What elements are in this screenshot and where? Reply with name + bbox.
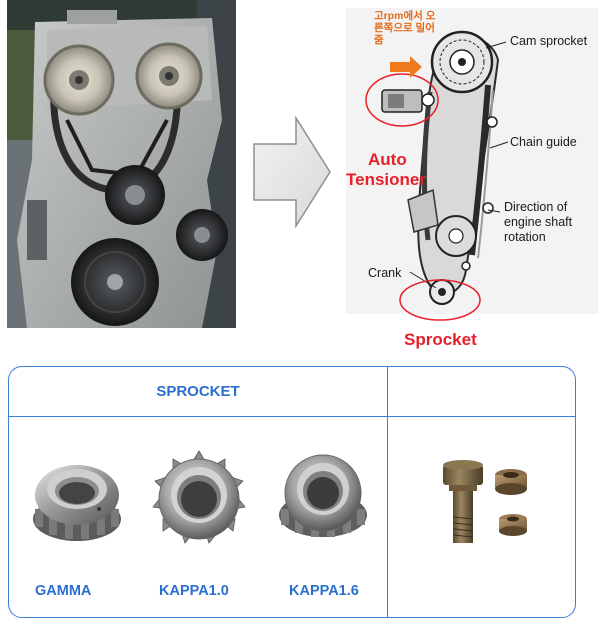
gamma-caption: GAMMA: [35, 583, 92, 599]
cam-sprocket-label: Cam sprocket: [510, 34, 588, 48]
timing-chain-diagram: 고rpm에서 오른쪽으로 밀어줌 Cam sprocket Chain guid…: [338, 0, 600, 350]
direction-label-line2: engine shaft: [504, 215, 573, 229]
tensioner-parts-photo: [433, 457, 539, 553]
gamma-sprocket-image: [33, 465, 121, 541]
direction-label-line1: Direction of: [504, 200, 568, 214]
engine-photo: [7, 0, 236, 328]
right-arrow-icon: [253, 116, 331, 228]
timing-chain-drawing: [365, 30, 509, 321]
chain-guide-label: Chain guide: [510, 135, 577, 149]
direction-label-line3: rotation: [504, 230, 546, 244]
crank-label: Crank: [368, 266, 402, 280]
engine-photo-drawing: [7, 0, 236, 328]
auto-tensioner-label-line1: Auto: [368, 150, 407, 169]
panel-divider-vertical: [387, 367, 388, 617]
sprocket-header: SPROCKET: [156, 383, 240, 400]
korean-note: 고rpm에서 오른쪽으로 밀어줌: [374, 10, 436, 46]
kappa16-sprocket-image: [279, 454, 367, 537]
kappa16-caption: KAPPA1.6: [289, 583, 359, 599]
sprocket-red-label: Sprocket: [404, 330, 477, 349]
kappa10-caption: KAPPA1.0: [159, 583, 229, 599]
auto-tensioner-label-line2: Tensioner: [346, 170, 426, 189]
kappa10-sprocket-image: [152, 450, 246, 544]
panel-divider-horizontal: [9, 416, 575, 417]
parts-panel: SPROCKET: [8, 366, 576, 618]
